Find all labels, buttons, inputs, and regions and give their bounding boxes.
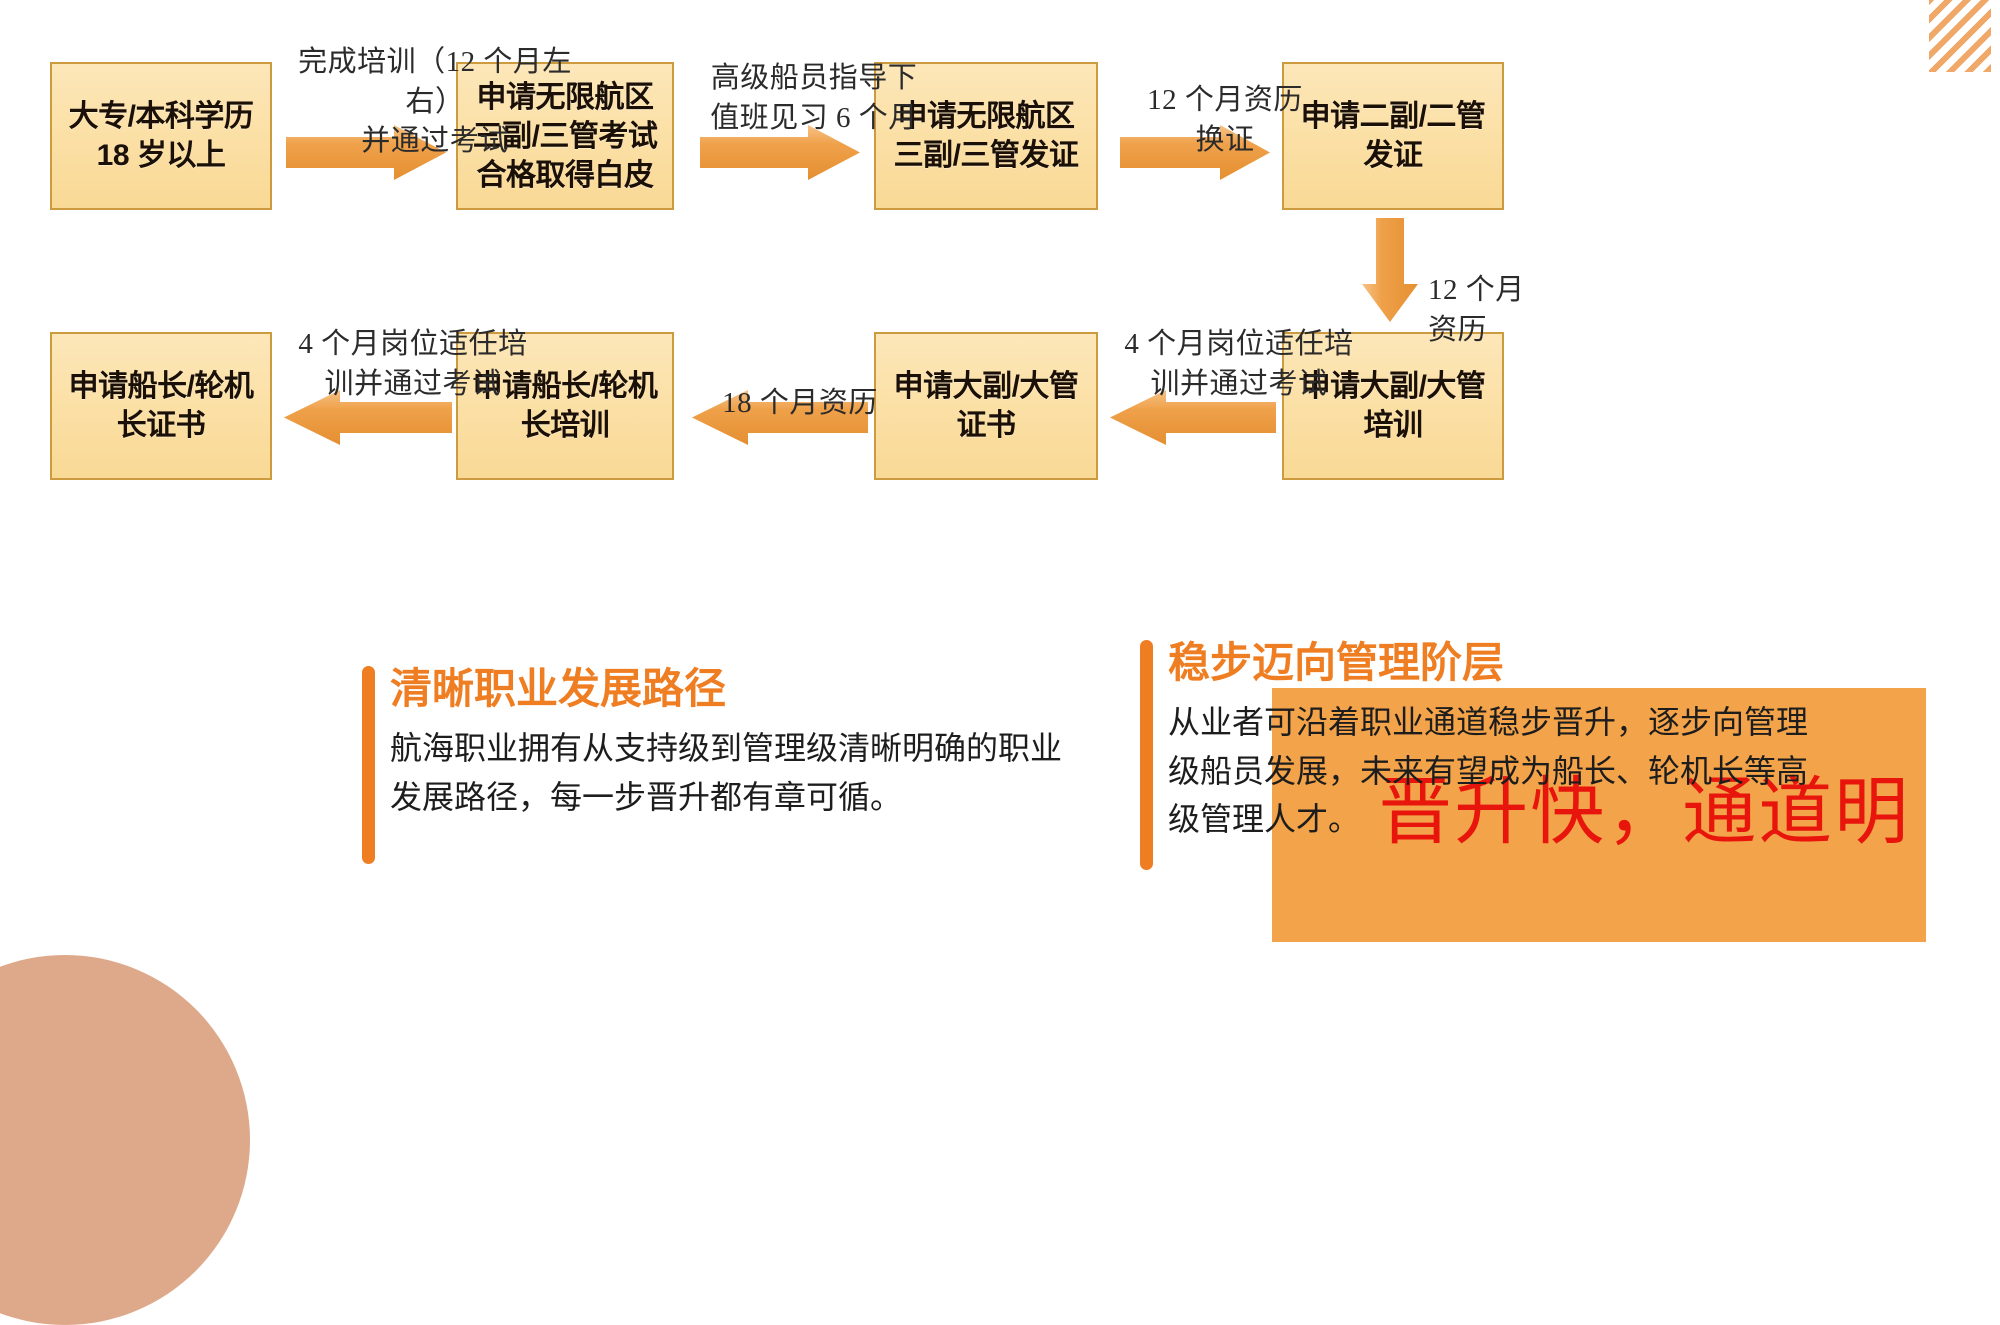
flow-box-issue-third-officer[interactable]: 申请无限航区 三副/三管发证 <box>874 62 1098 210</box>
edge-label-18-months-seatime: 18 个月资历 <box>700 345 900 424</box>
edge-label-4-months-training-right: 4 个月岗位适任培 训并通过考试 <box>1098 286 1380 404</box>
edge-label-text: 完成培训（12 个月左右） 并通过考试 <box>298 46 572 158</box>
flow-box-label: 申请无限航区 三副/三管发证 <box>893 100 1079 172</box>
flow-box-label: 申请船长/轮机 长培训 <box>472 370 658 442</box>
flow-box-issue-second-officer[interactable]: 申请二副/二管 发证 <box>1282 62 1504 210</box>
decorative-circle-shape <box>0 955 250 1325</box>
flow-arrow-left-2 <box>692 390 868 445</box>
decorative-hatch-pattern <box>1929 0 1991 72</box>
feature-title: 清晰职业发展路径 <box>390 665 727 712</box>
flow-box-label: 申请大副/大管 证书 <box>893 370 1079 442</box>
flow-arrow-right-3 <box>1120 125 1270 180</box>
edge-label-12-months-seatime-renewal: 12 个月资历 换证 <box>1118 42 1332 160</box>
edge-label-4-months-training-left: 4 个月岗位适任培 训并通过考试 <box>272 286 554 404</box>
feature-body: 航海职业拥有从支持级到管理级清晰明确的职业发展路径，每一步晋升都有章可循。 <box>390 730 1063 815</box>
edge-label-text: 18 个月资历 <box>722 387 878 420</box>
feature-accent-bar <box>1140 640 1153 870</box>
flow-arrow-down-1 <box>1362 218 1418 322</box>
flow-box-label: 申请船长/轮机 长证书 <box>68 370 254 442</box>
flow-arrow-left-3 <box>284 390 452 445</box>
feature-block-career-path: 清晰职业发展路径 航海职业拥有从支持级到管理级清晰明确的职业发展路径，每一步晋升… <box>362 665 1090 876</box>
edge-label-text: 高级船员指导下 值班见习 6 个月 <box>710 62 918 134</box>
edge-label-text: 12 个月资历 换证 <box>1147 84 1303 156</box>
flow-box-label: 大专/本科学历 18 岁以上 <box>68 100 254 172</box>
feature-body: 从业者可沿着职业通道稳步晋升，逐步向管理级船员发展，未来有望成为船长、轮机长等高… <box>1168 704 1809 838</box>
feature-block-management-progression: 稳步迈向管理阶层 从业者可沿着职业通道稳步晋升，逐步向管理级船员发展，未来有望成… <box>1140 639 1828 880</box>
flow-box-label: 申请二副/二管 发证 <box>1300 100 1486 172</box>
flow-box-education[interactable]: 大专/本科学历 18 岁以上 <box>50 62 272 210</box>
feature-title: 稳步迈向管理阶层 <box>1168 639 1505 686</box>
flow-box-apply-exam-third-officer[interactable]: 申请无限航区 三副/三管考试 合格取得白皮 <box>456 62 674 210</box>
edge-label-text: 4 个月岗位适任培 训并通过考试 <box>298 328 528 400</box>
edge-label-complete-training: 完成培训（12 个月左右） 并通过考试 <box>276 4 594 162</box>
flow-box-captain-certificate[interactable]: 申请船长/轮机 长证书 <box>50 332 272 480</box>
flow-box-chief-officer-training[interactable]: 申请大副/大管 培训 <box>1282 332 1504 480</box>
flow-arrow-right-2 <box>700 125 860 180</box>
flow-arrow-right-1 <box>286 125 446 180</box>
edge-label-12-months-seatime: 12 个月 资历 <box>1428 232 1578 350</box>
flow-box-label: 申请大副/大管 培训 <box>1300 370 1486 442</box>
edge-label-supervised-watchkeeping: 高级船员指导下 值班见习 6 个月 <box>680 20 948 138</box>
flow-box-captain-training[interactable]: 申请船长/轮机 长培训 <box>456 332 674 480</box>
flow-arrow-left-1 <box>1110 390 1276 445</box>
flow-box-chief-officer-certificate[interactable]: 申请大副/大管 证书 <box>874 332 1098 480</box>
edge-label-text: 4 个月岗位适任培 训并通过考试 <box>1124 328 1354 400</box>
highlight-banner-text: 晋升快，通道明 <box>1378 769 1911 853</box>
flow-box-label: 申请无限航区 三副/三管考试 合格取得白皮 <box>472 80 658 192</box>
edge-label-text: 12 个月 资历 <box>1428 274 1525 346</box>
feature-accent-bar <box>362 666 375 864</box>
highlight-banner: 晋升快，通道明 <box>1272 688 1927 942</box>
